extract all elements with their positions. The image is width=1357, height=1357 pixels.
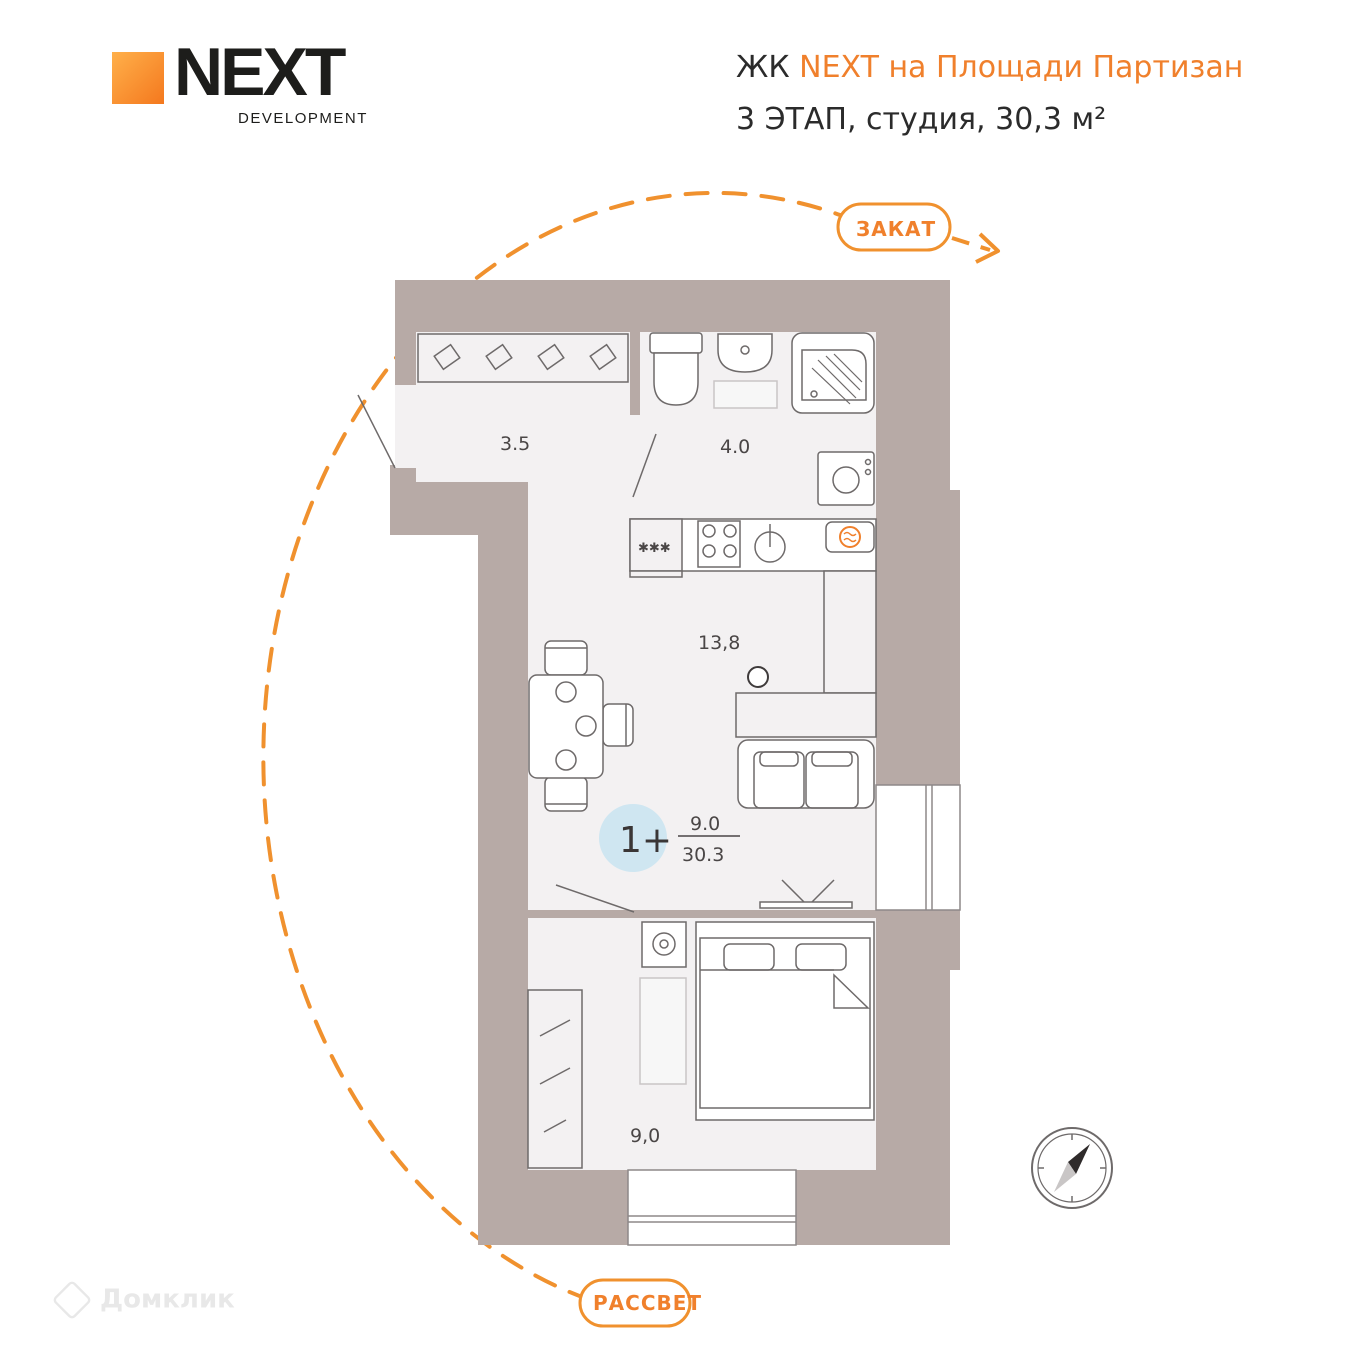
bedroom-window xyxy=(627,1169,797,1246)
door-swings xyxy=(357,394,657,913)
cooktop-stars: ✱✱✱ xyxy=(638,541,671,556)
boiler xyxy=(825,521,875,553)
kitchen-cabinet xyxy=(735,570,877,738)
bed xyxy=(695,921,875,1121)
next-development-logo: NEXT DEVELOPMENT xyxy=(112,38,412,132)
project-subtitle: 3 ЭТАП, студия, 30,3 м² xyxy=(736,102,1107,137)
hall-wardrobe xyxy=(417,333,629,383)
rug xyxy=(639,977,687,1085)
sun-path-tail xyxy=(951,236,991,252)
toilet-tank xyxy=(649,332,703,354)
sink xyxy=(717,333,773,373)
bedroom-partition xyxy=(634,910,876,918)
sunrise-label: РАССВЕТ xyxy=(593,1291,702,1315)
bathroom-fixtures xyxy=(649,332,875,506)
bathroom-area-label: 4.0 xyxy=(720,436,750,458)
logo-square-mark xyxy=(112,52,164,104)
bedroom-wardrobe xyxy=(527,989,583,1169)
project-title: ЖК NEXT на Площади Партизан xyxy=(736,50,1243,85)
rooms-badge-circle xyxy=(599,804,667,872)
column-pipe xyxy=(747,666,769,688)
bedroom-area-label: 9,0 xyxy=(630,1125,660,1147)
cooktop xyxy=(697,520,741,568)
shower-tray xyxy=(791,332,875,414)
balcony-door xyxy=(759,879,853,909)
project-title-accent: NEXT на Площади Партизан xyxy=(799,50,1244,85)
sofa xyxy=(737,739,875,809)
logo-wordmark: NEXT xyxy=(174,34,346,110)
project-title-prefix: ЖК xyxy=(736,50,800,85)
living-window xyxy=(875,784,961,911)
watermark-text: Домклик xyxy=(100,1284,235,1315)
compass-icon xyxy=(1031,1127,1113,1209)
bedroom-furniture xyxy=(527,921,875,1169)
sunset-arrow-icon xyxy=(975,232,1000,264)
hall-floor xyxy=(395,385,640,520)
washing-machine xyxy=(817,451,875,506)
logo-subtitle: DEVELOPMENT xyxy=(238,110,368,127)
bedroom-partition-left xyxy=(528,910,542,918)
sun-path-arc xyxy=(261,190,842,1302)
rooms-badge: 1+ xyxy=(619,820,672,861)
kitchen-counter xyxy=(629,518,877,578)
kitchen-living-area-label: 13,8 xyxy=(698,632,740,654)
bedside-table xyxy=(641,921,687,968)
sunset-label: ЗАКАТ xyxy=(856,217,936,241)
domclick-logo-icon xyxy=(51,1279,93,1321)
dining-table xyxy=(528,640,634,812)
domclick-watermark: Домклик xyxy=(51,1279,235,1321)
living-area-value: 9.0 xyxy=(690,813,720,835)
toilet-bowl xyxy=(653,352,699,406)
sunset-badge: ЗАКАТ xyxy=(836,202,952,252)
bath-mat xyxy=(713,380,778,409)
total-area-value: 30.3 xyxy=(682,844,724,866)
sunrise-badge: РАССВЕТ xyxy=(578,1278,702,1328)
hall-area-label: 3.5 xyxy=(500,433,530,455)
